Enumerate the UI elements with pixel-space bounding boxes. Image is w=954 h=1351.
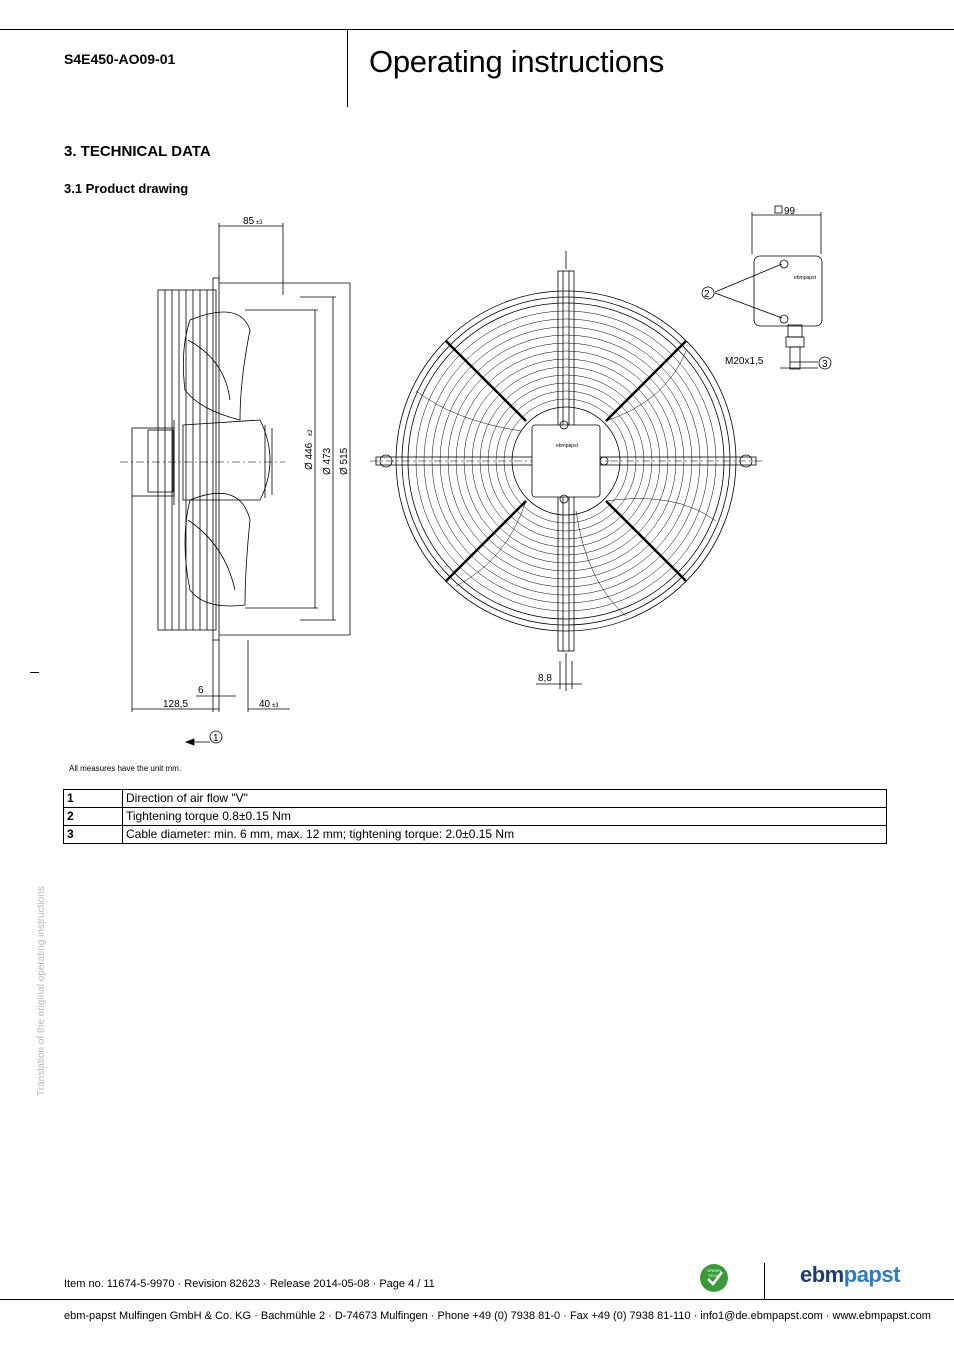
ebmpapst-logo: ebmpapst [800, 1262, 900, 1288]
dim-85-tol: ±3 [256, 220, 263, 226]
legend-text: Direction of air flow "V" [122, 789, 887, 808]
greentech-badge: GREEN TECH [700, 1264, 728, 1292]
dim-40-tol: ±3 [272, 703, 279, 709]
product-drawing: 85 ±3 Ø 446 [120, 205, 832, 746]
logo-part-ebm: ebm [800, 1262, 844, 1287]
translation-note: Translation of the original operating in… [36, 886, 47, 1096]
units-note: All measures have the unit mm. [69, 764, 182, 773]
callout-3: 3 [822, 359, 828, 370]
margin-mark [30, 672, 39, 673]
dim-515: Ø 515 [339, 447, 350, 475]
dim-99: 99 [784, 206, 796, 217]
hub-brand: ebmpapst [556, 443, 579, 449]
terminal-box-view: 99 ebmpapst 2 3 M20x1,5 [701, 205, 832, 370]
front-view: ebmpapst 8,8 [370, 251, 762, 691]
legend-number: 3 [63, 825, 123, 844]
callout-1: 1 [213, 733, 219, 744]
table-row: 2 Tightening torque 0.8±0.15 Nm [63, 807, 887, 826]
legend-table: 1 Direction of air flow "V" 2 Tightening… [63, 789, 887, 844]
callout-2: 2 [704, 289, 710, 300]
side-view: 85 ±3 Ø 446 [120, 216, 351, 746]
document-title: Operating instructions [369, 44, 664, 79]
footer-company: ebm-papst Mulfingen GmbH & Co. KG · Bach… [64, 1310, 931, 1322]
table-row: 1 Direction of air flow "V" [63, 789, 887, 808]
dim-446: Ø 446 [304, 442, 315, 470]
dim-8-8: 8,8 [538, 673, 552, 684]
badge-text-tech: TECH [708, 1273, 719, 1278]
section-heading: 3. TECHNICAL DATA [64, 143, 211, 160]
legend-number: 1 [63, 789, 123, 808]
logo-part-papst: papst [843, 1262, 901, 1287]
table-row: 3 Cable diameter: min. 6 mm, max. 12 mm;… [63, 825, 887, 844]
box-brand: ebmpapst [794, 275, 817, 281]
subsection-heading: 3.1 Product drawing [64, 181, 189, 196]
legend-text: Cable diameter: min. 6 mm, max. 12 mm; t… [122, 825, 887, 844]
dim-40: 40 [259, 699, 271, 710]
dim-85: 85 [243, 216, 255, 227]
dim-128: 128,5 [163, 699, 188, 710]
header-top-rule [0, 29, 954, 30]
model-number: S4E450-AO09-01 [64, 51, 176, 67]
dim-6: 6 [198, 685, 204, 696]
legend-number: 2 [63, 807, 123, 826]
header-divider [347, 29, 348, 107]
dim-m20: M20x1,5 [725, 356, 764, 367]
dim-473: Ø 473 [322, 447, 333, 475]
legend-text: Tightening torque 0.8±0.15 Nm [122, 807, 887, 826]
footer-rule [0, 1299, 954, 1300]
dim-446-tol: ±2 [308, 429, 314, 436]
footer-meta: Item no. 11674-5-9970 · Revision 82623 ·… [64, 1278, 435, 1290]
logo-divider [764, 1263, 765, 1299]
badge-text-green: GREEN [707, 1268, 721, 1273]
